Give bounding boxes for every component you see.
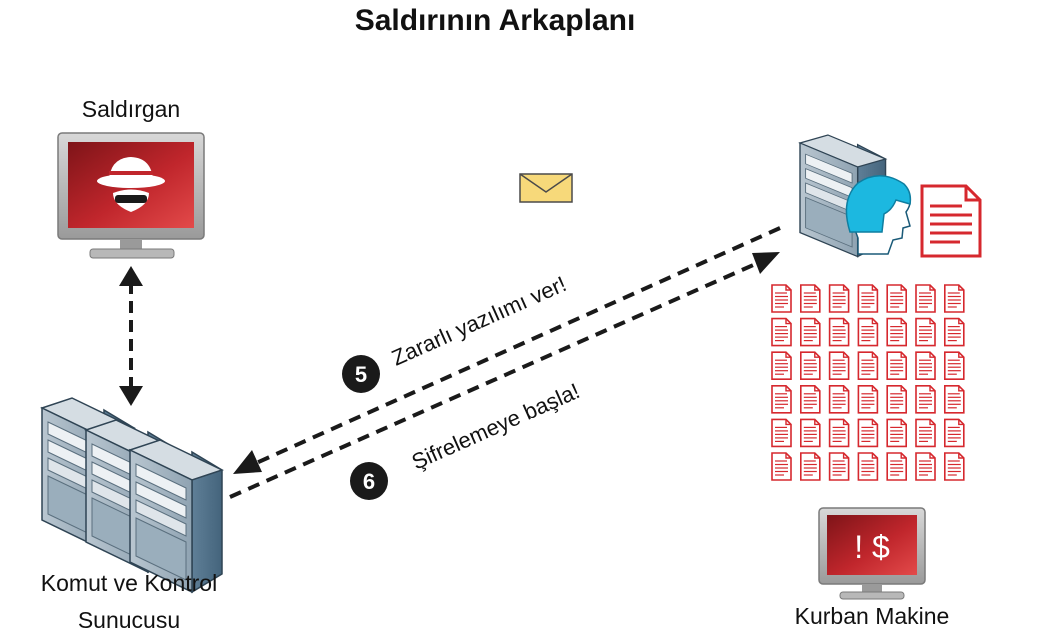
- document-icon: [828, 384, 850, 414]
- document-icon: [828, 452, 850, 481]
- document-icon: [771, 418, 792, 448]
- document-icon: [943, 317, 965, 347]
- victim-label: Kurban Makine: [794, 603, 950, 629]
- document-icon: [915, 284, 936, 313]
- document-icon: [943, 284, 965, 313]
- document-icon: [828, 418, 850, 448]
- step-5-text: Zararlı yazılımı ver!: [388, 271, 570, 370]
- step-6-number: 6: [363, 469, 375, 494]
- document-icon: [799, 284, 821, 313]
- document-icon: [886, 418, 908, 448]
- c2-label-line2: Sunucusu: [77, 607, 181, 633]
- step-5-arrow: [233, 226, 781, 474]
- page-title: Saldırının Arkaplanı: [354, 4, 636, 37]
- document-icon: [943, 452, 965, 481]
- document-icon: [828, 284, 850, 313]
- attacker-label: Saldırgan: [81, 96, 181, 122]
- victim-monitor-icon: ! $: [818, 507, 926, 600]
- document-icon: [799, 351, 821, 381]
- document-icon: [943, 384, 965, 414]
- document-icon: [943, 418, 965, 448]
- document-icon: [771, 384, 792, 414]
- document-icon: [799, 452, 821, 481]
- document-icon: [857, 384, 879, 414]
- c2-label-line1: Komut ve Kontrol: [40, 570, 218, 596]
- document-icon: [886, 284, 908, 313]
- ransom-note-document-icon: [920, 184, 982, 258]
- document-icon: [857, 284, 879, 313]
- c2-server-icon: [41, 397, 223, 593]
- document-icon: [886, 452, 908, 481]
- hacker-icon: [97, 157, 165, 212]
- step-5: 5 Zararlı yazılımı ver!: [342, 271, 570, 393]
- step-6-badge: [350, 462, 388, 500]
- document-icon: [857, 418, 879, 448]
- step-6-text: Şifrelemeye başla!: [408, 378, 584, 474]
- attacker-monitor-icon: [57, 132, 205, 259]
- document-icon: [771, 351, 792, 381]
- step-6: 6 Şifrelemeye başla!: [350, 378, 583, 500]
- document-icon: [915, 317, 936, 347]
- document-icon: [799, 384, 821, 414]
- document-icon: [915, 384, 936, 414]
- document-icon: [799, 418, 821, 448]
- step-5-badge: [342, 355, 380, 393]
- document-icon: [915, 418, 936, 448]
- encrypted-files-grid: [771, 284, 965, 481]
- document-icon: [886, 384, 908, 414]
- document-icon: [828, 317, 850, 347]
- document-icon: [857, 317, 879, 347]
- document-icon: [799, 317, 821, 347]
- attacker-c2-arrow: [119, 266, 143, 406]
- document-icon: [943, 351, 965, 381]
- step-5-number: 5: [355, 362, 367, 387]
- envelope-icon: [519, 173, 573, 203]
- victim-person-icon: [845, 175, 912, 255]
- document-icon: [915, 351, 936, 381]
- document-icon: [828, 351, 850, 381]
- document-icon: [915, 452, 936, 481]
- document-icon: [857, 452, 879, 481]
- document-icon: [886, 351, 908, 381]
- document-icon: [771, 317, 792, 347]
- document-icon: [771, 452, 792, 481]
- victim-screen-text: ! $: [854, 529, 890, 565]
- document-icon: [771, 284, 792, 313]
- document-icon: [886, 317, 908, 347]
- step-6-arrow: [229, 252, 780, 499]
- document-icon: [857, 351, 879, 381]
